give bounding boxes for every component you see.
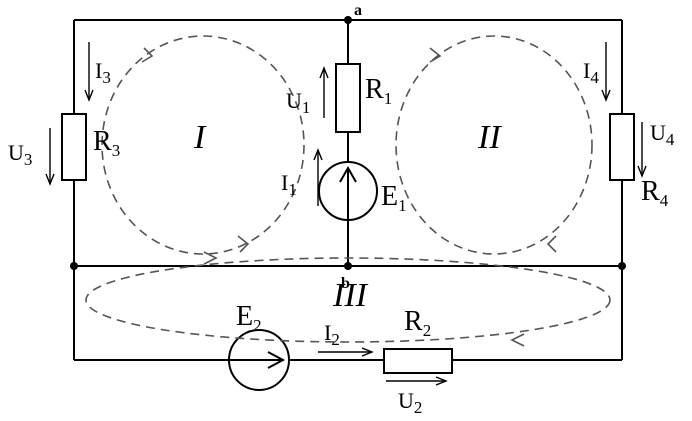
node-label-b: b [341, 275, 350, 292]
resistor-r4 [609, 113, 635, 181]
label-i3: I3 [95, 58, 111, 87]
voltage-arrow-u2 [386, 376, 448, 386]
voltage-arrow-u1 [319, 66, 329, 118]
label-u2: U2 [398, 388, 422, 417]
junction-right [618, 262, 626, 270]
label-r4: R4 [641, 176, 669, 210]
junction-left [70, 262, 78, 270]
loop-contour-ii [395, 35, 593, 255]
node-label-a: a [354, 2, 362, 19]
current-arrow-i3 [84, 42, 94, 102]
label-r3: R3 [93, 126, 120, 160]
current-arrow-i2 [318, 347, 374, 357]
resistor-r2 [383, 348, 453, 374]
label-i1: I1 [281, 170, 297, 199]
junctions [70, 16, 626, 270]
voltage-arrow-u4 [637, 122, 647, 178]
loop-contour-i [101, 35, 305, 255]
junction-b [344, 262, 352, 270]
label-e2: E2 [236, 301, 262, 335]
label-u4: U4 [650, 120, 675, 149]
loop-contour-iii [85, 251, 611, 347]
resistor-r1 [335, 63, 361, 133]
junction-a [344, 16, 352, 24]
resistor-r3 [61, 113, 87, 181]
loop-label-ii: II [477, 119, 502, 156]
source-e2 [228, 329, 290, 391]
label-i4: I4 [583, 58, 599, 87]
label-u3: U3 [8, 140, 32, 169]
loop-label-iii: III [332, 277, 369, 314]
loop-label-i: I [193, 119, 207, 156]
voltage-arrow-u3 [45, 128, 55, 186]
source-e1 [318, 161, 378, 221]
current-arrow-i4 [601, 42, 611, 102]
label-r1: R1 [365, 74, 392, 108]
label-u1: U1 [286, 88, 310, 117]
label-r2: R2 [404, 306, 431, 340]
current-arrow-i1 [313, 148, 323, 206]
label-i2: I2 [324, 320, 340, 349]
label-e1: E1 [381, 181, 407, 215]
